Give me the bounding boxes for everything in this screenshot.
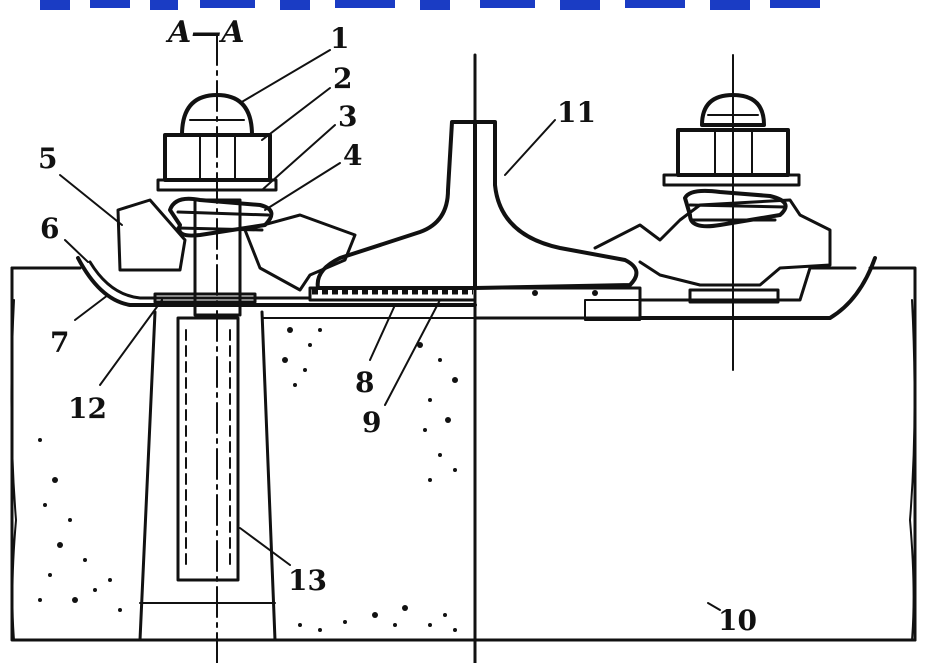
bolt-nut-right (662, 93, 801, 229)
callout-3: 3 (338, 100, 357, 133)
callout-13: 13 (288, 564, 327, 597)
sleeper-body (10, 266, 917, 642)
anchor-bolt (193, 34, 242, 663)
rail-left-section (315, 120, 477, 290)
callout-7: 7 (50, 326, 69, 359)
section-label: A—A (165, 15, 245, 50)
top-cropped-text-band (40, 0, 820, 10)
callout-5: 5 (38, 142, 57, 175)
base-plate-assembly (76, 256, 477, 307)
callout-4: 4 (343, 139, 362, 172)
leader-lines (59, 49, 721, 611)
concrete-speckles (38, 327, 458, 632)
callout-9: 9 (362, 406, 381, 439)
spring-clip-left (168, 196, 274, 238)
rail-right-section (473, 120, 642, 321)
bolt-nut-left (156, 93, 278, 192)
callout-6: 6 (40, 212, 59, 245)
callout-8: 8 (355, 366, 374, 399)
callout-12: 12 (68, 392, 107, 425)
callout-11: 11 (557, 96, 596, 129)
callout-2: 2 (333, 62, 352, 95)
anchor-sleeve (138, 310, 476, 642)
callout-1: 1 (330, 22, 349, 55)
callout-labels: 1 2 3 4 5 6 7 8 9 10 11 12 13 (38, 22, 757, 637)
right-fastening-outline (593, 54, 877, 371)
callout-10: 10 (718, 604, 757, 637)
